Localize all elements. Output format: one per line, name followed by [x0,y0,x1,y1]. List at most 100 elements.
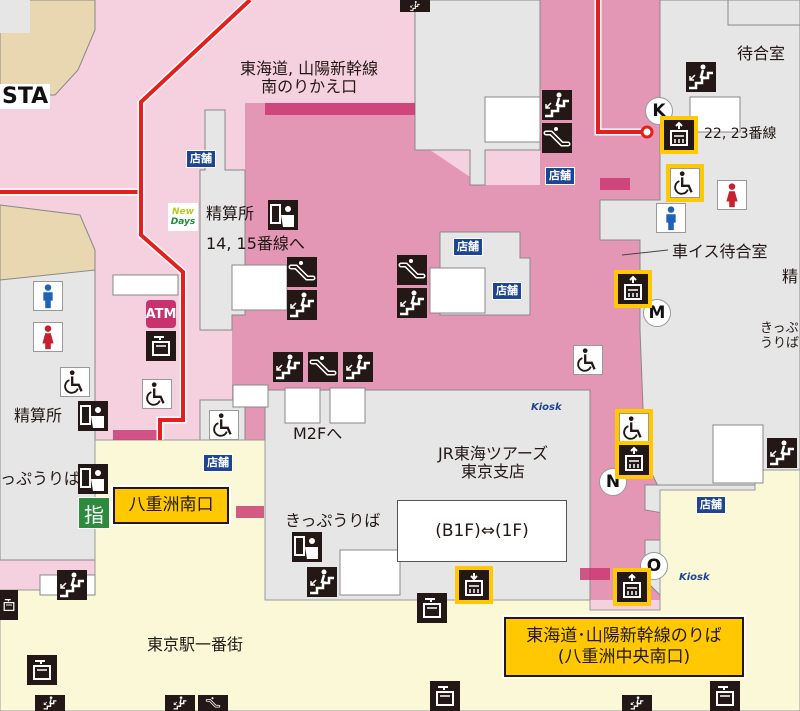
stairway [329,387,366,424]
stairway [284,387,321,424]
floor-link-box: (B1F)⇔(1F) [397,500,567,562]
escalator-icon [308,352,338,382]
south-transfer-gate-label: 東海道, 山陽新幹線南のりかえ口 [240,59,379,97]
facility-area [727,0,800,26]
female-toilet-icon [33,322,63,352]
outside-building-area [0,204,96,281]
exit-label: (八重洲中央南口) [557,647,691,667]
ticket-office-label: きっぷうりば [760,321,800,351]
coin-locker-icon [430,681,460,711]
wheelchair-ramp-icon [142,379,172,409]
wheelchair-ramp-icon [573,345,603,375]
stairs-icon [622,695,652,711]
exit-label: 八重洲南口 [128,494,214,515]
label-line: 東京支店 [461,462,526,482]
ticket-gate [113,430,158,440]
route-endpoint [640,125,654,139]
male-toilet-icon [656,203,686,233]
escalator-icon [198,695,228,711]
kiosk-logo: Kiosk [679,572,710,583]
wheelchair-ramp-icon [60,367,90,397]
elevator-icon[interactable] [614,270,652,308]
fare-adjustment-icon [268,200,298,230]
partial-sign: STA [0,84,51,109]
wheelchair-ramp-icon [209,410,239,440]
coin-locker-icon [0,590,18,620]
route-line [139,0,252,440]
shop-badge: 店舗 [453,238,483,256]
tracks-14-15-label: 14, 15番線へ [206,234,305,253]
coin-locker-icon [27,655,57,685]
shop-badge: 店舗 [203,454,233,472]
stairway [484,96,541,143]
ticket-gate [236,506,264,518]
wheelchair-icon [666,164,704,202]
male-toilet-icon [33,281,63,311]
stairs-icon [542,90,572,120]
stairs-icon [397,288,427,318]
tokyo-ichibangai-label: 東京駅一番街 [147,635,244,654]
exit-shinkansen-yaesu-central-south[interactable]: 東海道･山陽新幹線のりば(八重洲中央南口) [504,617,744,677]
stairs-icon [767,438,797,468]
facility-area [339,549,401,596]
coin-locker-icon [417,593,447,623]
coin-locker-icon [710,681,740,711]
to-m2f-label: M2Fへ [293,424,343,443]
ticket-gate [580,568,610,580]
elevator-marker-m: M [643,299,671,327]
waiting-room-label: 待合室 [737,44,786,63]
stairway [712,424,764,484]
logo-text: New [172,207,194,217]
stairs-icon [287,290,317,320]
fare-adjustment-icon [78,464,108,494]
ticket-gate [600,178,630,190]
stairway [689,96,741,133]
exit-label: 東海道･山陽新幹線のりば [526,625,722,646]
exit-yaesu-south[interactable]: 八重洲南口 [113,487,229,524]
shop-badge: 店舗 [696,496,726,514]
ticket-gate [265,103,415,115]
stairs-icon [400,0,430,12]
stairs-icon [35,695,65,711]
route-line [596,0,645,134]
elevator-marker-n: N [599,468,627,496]
coin-locker-icon [146,331,176,361]
reserved-seat-sign: 指 [78,497,110,529]
wheelchair-icon [615,409,653,447]
shop-badge: 店舗 [186,150,216,168]
elevator-icon[interactable] [613,568,651,606]
tracks-22-23-label: 22, 23番線 [704,126,777,142]
ticket-office-label: きっぷうりば [285,511,381,530]
stairs-icon [57,570,87,600]
leader-line [621,249,669,256]
stairs-icon [273,352,303,382]
partial-label: 精 [782,267,799,286]
jr-tours-label: JR東海ツアーズ東京支店 [438,444,549,482]
escalator-icon [287,257,317,287]
wheelchair-waiting-room-label: 車イス待合室 [672,242,768,261]
stairs-icon [165,695,195,711]
stairs-icon [686,62,716,92]
escalator-icon [397,255,427,285]
stairway [429,267,486,314]
fare-adjustment-icon [78,401,108,431]
ticket-office-label: っぷうりば [0,469,81,488]
label-line: 東海道, 山陽新幹線 [240,59,379,78]
shop-badge: 店舗 [492,282,522,300]
female-toilet-icon [717,180,747,210]
stairway [112,274,179,296]
fare-adjustment-label: 精算所 [206,204,255,223]
elevator-icon[interactable] [660,116,698,154]
stairway [231,264,288,311]
label-line: 南のりかえ口 [261,77,358,97]
facility-area [0,0,30,33]
stairs-icon [307,567,337,597]
elevator-down-icon[interactable] [455,566,493,604]
label-line: JR東海ツアーズ [438,444,549,463]
kiosk-logo: Kiosk [531,402,562,413]
stairs-icon [343,352,373,382]
atm-icon: ATM [146,300,176,328]
elevator-icon[interactable] [615,441,653,479]
